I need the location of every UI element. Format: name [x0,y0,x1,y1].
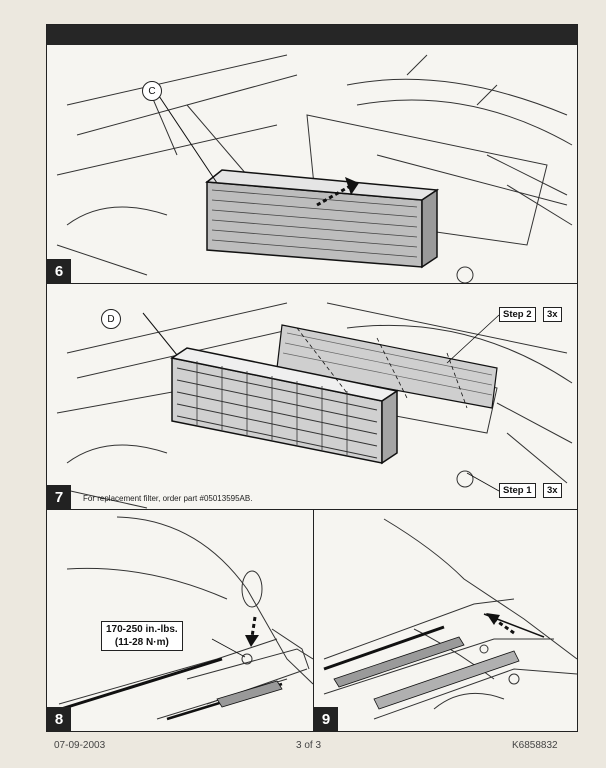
step-9-panel: 9 [314,509,577,731]
step-number: 6 [47,259,71,283]
step-number: 9 [314,707,338,731]
footer-date: 07-09-2003 [54,740,106,751]
replacement-filter-note: For replacement filter, order part #0501… [83,494,253,503]
step-2-count: 3x [543,307,562,322]
step-7-illustration [56,302,573,509]
torque-callout: 170-250 in.-lbs. (11-28 N·m) [101,621,183,651]
callout-d: D [101,309,121,329]
callout-c: C [142,81,162,101]
step-2-label: Step 2 [499,307,536,322]
footer-doc-id: K6858832 [512,740,558,751]
header-bar [47,25,577,45]
step-number: 8 [47,707,71,731]
torque-newton-meters: (11-28 N·m) [114,637,169,648]
step-6-illustration [56,54,573,283]
step-1-label: Step 1 [499,483,536,498]
step-number: 7 [47,485,71,509]
step-8-panel: 170-250 in.-lbs. (11-28 N·m) 8 [47,509,314,731]
step-7-panel: D Step 2 3x Step 1 3x 7 For replacement … [47,283,577,510]
step-9-illustration [323,518,577,720]
step-1-count: 3x [543,483,562,498]
instruction-sheet: C 6 [46,24,578,732]
footer-page: 3 of 3 [296,740,322,751]
step-6-panel: C 6 [47,45,577,284]
torque-inch-pounds: 170-250 in.-lbs. [106,624,178,635]
step-8-illustration [58,516,313,721]
